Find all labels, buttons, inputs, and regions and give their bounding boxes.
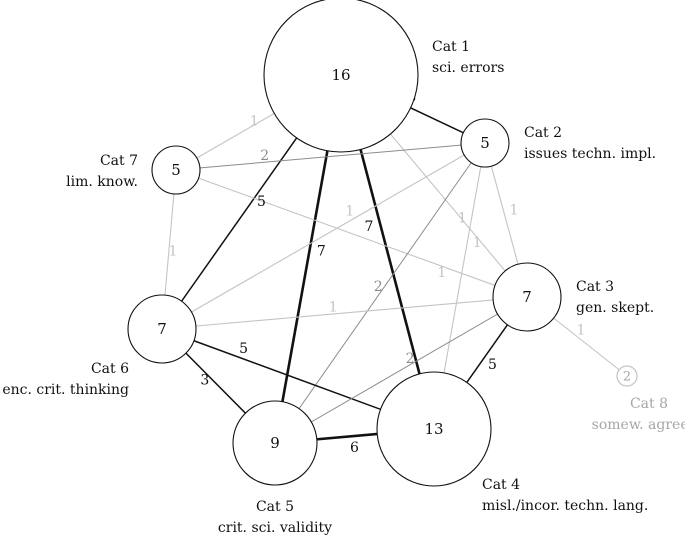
category-subtitle: crit. sci. validity <box>218 520 332 536</box>
node-circle <box>376 371 492 487</box>
node-count: 5 <box>171 161 181 179</box>
node-count: 13 <box>424 420 443 438</box>
edge-weight-label: 3 <box>200 372 209 388</box>
node-count: 9 <box>270 434 280 452</box>
edge-weight-label: 1 <box>473 235 482 251</box>
node-cat5: 9 <box>232 400 318 486</box>
node-circle <box>127 294 197 364</box>
edge-cat3-cat5 <box>274 296 528 444</box>
node-count: 2 <box>623 370 631 385</box>
node-count: 7 <box>157 320 167 338</box>
node-cat4: 13 <box>376 371 492 487</box>
edge-weight-label: 2 <box>374 279 383 295</box>
category-title: Cat 4 <box>482 477 520 493</box>
category-title: Cat 6 <box>91 361 129 377</box>
node-cat2: 5 <box>460 118 510 168</box>
label-cat3: Cat 3 gen. skept. <box>576 279 654 316</box>
edge-weight-label: 1 <box>437 265 446 281</box>
edge-weight-label: 2 <box>406 351 415 367</box>
category-subtitle: gen. skept. <box>576 300 654 316</box>
node-cat8: 2 <box>616 365 638 387</box>
edge-weight-label: 1 <box>577 323 586 339</box>
category-title: Cat 7 <box>100 153 138 169</box>
node-circle <box>616 365 638 387</box>
node-cat3: 7 <box>492 262 562 332</box>
node-cat6: 7 <box>127 294 197 364</box>
node-cat1: 16 <box>263 0 419 153</box>
category-subtitle: enc. crit. thinking <box>2 382 129 398</box>
node-circle <box>151 145 201 195</box>
category-subtitle: misl./incor. techn. lang. <box>482 498 648 514</box>
edge-weight-label: 5 <box>239 341 248 357</box>
label-cat4: Cat 4 misl./incor. techn. lang. <box>482 477 648 514</box>
edge-weight-label: 6 <box>350 440 359 456</box>
edge-cat7-cat3 <box>175 169 528 298</box>
node-circle <box>492 262 562 332</box>
edge-cat2-cat6 <box>161 142 486 330</box>
label-cat7: Cat 7 lim. know. <box>66 153 138 190</box>
category-title: Cat 2 <box>524 125 562 141</box>
category-title: Cat 3 <box>576 279 614 295</box>
category-subtitle: lim. know. <box>66 174 138 190</box>
edge-weight-label: 1 <box>345 203 354 219</box>
category-title: Cat 5 <box>256 499 294 515</box>
edge-weight-label: 1 <box>329 300 338 316</box>
edge-weight-label: 7 <box>365 219 374 235</box>
edge-weight-label: 7 <box>317 244 326 260</box>
node-count: 5 <box>480 134 490 152</box>
edge-cat2-cat5 <box>274 142 486 444</box>
edge-weight-label: 5 <box>257 194 266 210</box>
node-count: 16 <box>331 66 350 84</box>
edge-weight-label: 2 <box>260 148 269 164</box>
edge-weight-label: 1 <box>509 202 518 218</box>
node-circle <box>232 400 318 486</box>
category-subtitle: issues techn. impl. <box>524 146 656 162</box>
edge-weight-label: 5 <box>488 357 497 373</box>
node-cat7: 5 <box>151 145 201 195</box>
label-cat6: Cat 6 enc. crit. thinking <box>2 361 129 398</box>
edge-cat6-cat3 <box>161 296 528 330</box>
label-cat2: Cat 2 issues techn. impl. <box>524 125 656 162</box>
category-subtitle: somew. agreem. <box>592 417 685 433</box>
label-cat1: Cat 1 sci. errors <box>432 39 504 76</box>
edge-cat7-cat2 <box>175 142 486 171</box>
category-subtitle: sci. errors <box>432 60 504 76</box>
node-count: 7 <box>522 288 532 306</box>
node-circle <box>263 0 419 153</box>
category-title: Cat 8 <box>630 396 668 412</box>
edge-weight-label: 1 <box>250 113 259 129</box>
edge-weight-label: 1 <box>169 244 178 260</box>
node-circle <box>460 118 510 168</box>
category-title: Cat 1 <box>432 39 470 55</box>
label-cat5: Cat 5 crit. sci. validity <box>218 499 332 536</box>
label-cat8: Cat 8 somew. agreem. <box>592 396 685 433</box>
edge-weight-label: 1 <box>458 211 467 227</box>
